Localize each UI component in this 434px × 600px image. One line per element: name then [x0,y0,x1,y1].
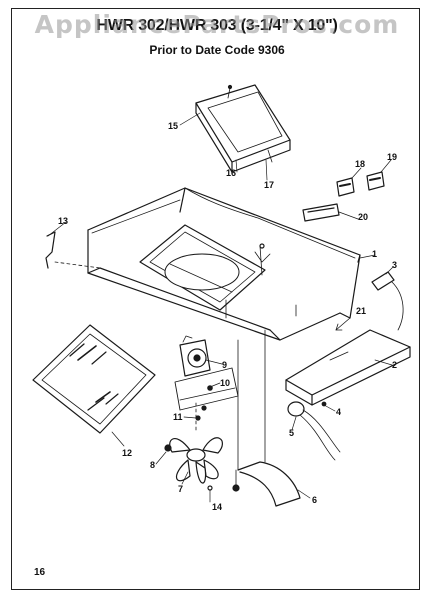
callout-18: 18 [355,159,365,169]
diagram-subtitle: Prior to Date Code 9306 [149,43,285,57]
page-number: 16 [34,567,46,578]
control-panel-part [285,329,411,406]
callout-6: 6 [312,495,317,505]
callout-3: 3 [392,260,397,270]
callout-19: 19 [387,152,397,162]
arrow-indicator [335,317,351,331]
callout-16: 16 [226,168,236,178]
callout-5: 5 [289,428,294,438]
callout-8: 8 [150,460,155,470]
motor-part [174,335,239,411]
callout-2: 2 [392,360,397,370]
fan-blade-part [169,401,223,484]
hood-body-part [87,187,361,341]
callout-21: 21 [356,306,366,316]
switch-parts [302,171,385,222]
callout-1: 1 [372,249,377,259]
diagram-title: HWR 302/HWR 303 (3-1/4" X 10") [96,17,338,34]
watermark: AppliancePartsPros.com [34,10,400,39]
callout-leaders [47,112,394,503]
power-cord-part [371,271,404,331]
clip-part [45,231,101,269]
duct-transition-part [195,84,291,173]
callout-17: 17 [264,180,274,190]
callout-20: 20 [358,212,368,222]
light-socket-part [287,401,341,461]
callout-10: 10 [220,378,230,388]
callout-13: 13 [58,216,68,226]
callout-4: 4 [336,407,341,417]
callout-12: 12 [122,448,132,458]
diagram-border [11,8,420,590]
callout-15: 15 [168,121,178,131]
callout-labels: 1 2 3 4 5 6 7 8 9 10 11 12 13 14 15 16 1… [58,121,397,512]
grease-filter-part [32,324,156,434]
duct-extension-part [237,329,301,507]
callout-14: 14 [212,502,222,512]
callout-11: 11 [173,412,183,422]
callout-9: 9 [222,360,227,370]
callout-7: 7 [178,484,183,494]
